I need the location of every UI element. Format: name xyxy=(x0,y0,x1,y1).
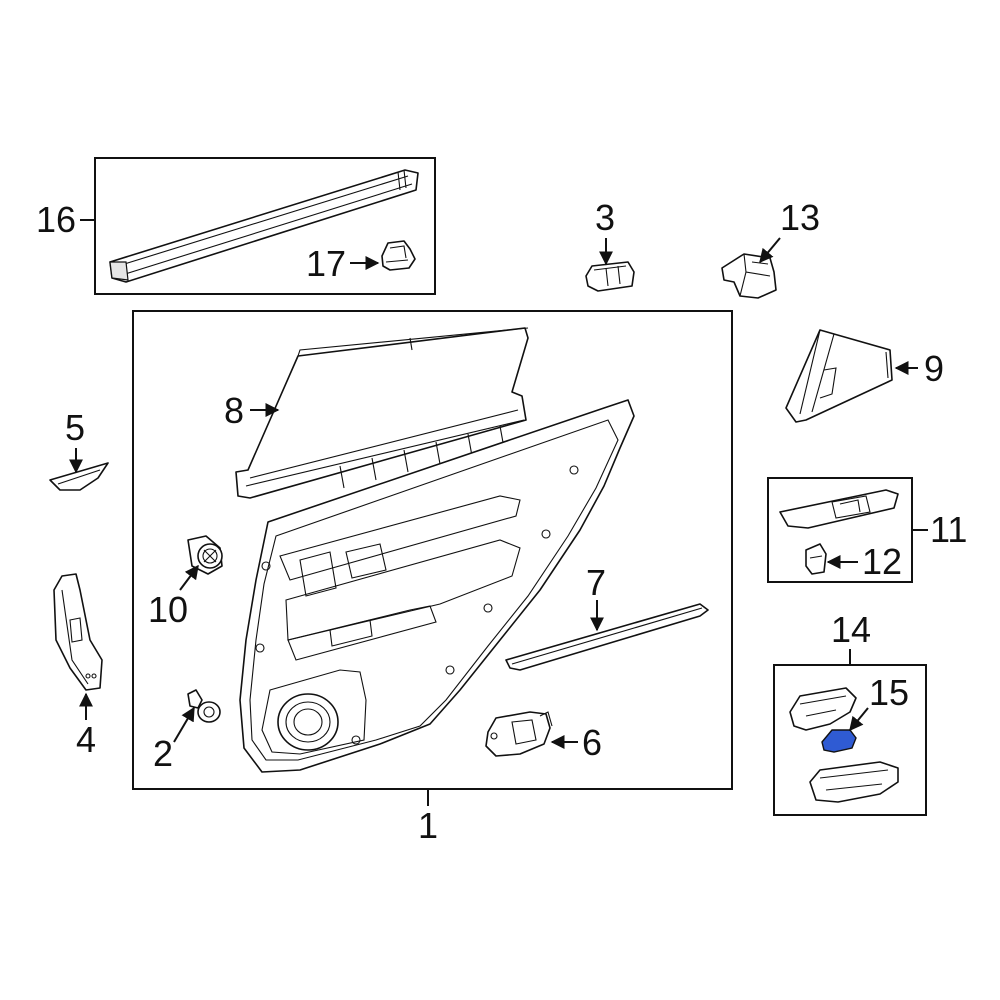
callout-4: 4 xyxy=(76,719,96,760)
part-12-switch[interactable] xyxy=(805,543,827,575)
callout-17: 17 xyxy=(306,243,346,284)
part-2-push-clip[interactable] xyxy=(187,689,221,723)
group-frame-16 xyxy=(94,157,436,295)
callout-labels: 16 17 3 13 9 5 8 10 4 2 6 7 11 12 14 15 … xyxy=(36,197,967,846)
part-6-inside-handle[interactable] xyxy=(485,711,553,757)
callout-15: 15 xyxy=(869,672,909,713)
part-16-belt-moulding[interactable] xyxy=(109,169,419,283)
part-17-clip[interactable] xyxy=(381,240,416,271)
callout-2: 2 xyxy=(153,733,173,774)
callout-13: 13 xyxy=(780,197,820,238)
part-10-grommet[interactable] xyxy=(187,535,223,575)
callout-11: 11 xyxy=(930,509,967,550)
leader-lines xyxy=(69,219,928,806)
part-15-clip-highlighted[interactable] xyxy=(821,729,857,753)
callout-3: 3 xyxy=(595,197,615,238)
callout-1: 1 xyxy=(418,805,438,846)
callout-16: 16 xyxy=(36,199,76,240)
part-1-door-trim-panel[interactable] xyxy=(239,399,635,773)
callout-7: 7 xyxy=(586,562,606,603)
part-9-corner-trim[interactable] xyxy=(785,329,893,423)
callout-14: 14 xyxy=(831,609,871,650)
callout-9: 9 xyxy=(924,348,944,389)
part-8-upper-panel[interactable] xyxy=(235,327,529,499)
part-14-pull-handle[interactable] xyxy=(789,687,899,803)
callout-6: 6 xyxy=(582,722,602,763)
part-4-bracket[interactable] xyxy=(53,573,103,691)
part-5-trim-piece[interactable] xyxy=(49,462,109,491)
callout-10: 10 xyxy=(148,589,188,630)
group-frame-1 xyxy=(132,310,733,790)
part-15-shape xyxy=(821,729,857,753)
part-13-bracket[interactable] xyxy=(721,253,777,299)
callout-8: 8 xyxy=(224,390,244,431)
callout-12: 12 xyxy=(862,541,902,582)
part-11-switch-bezel[interactable] xyxy=(779,489,899,529)
callout-5: 5 xyxy=(65,407,85,448)
part-3-clip[interactable] xyxy=(585,261,635,292)
part-7-garnish-strip[interactable] xyxy=(505,603,709,671)
